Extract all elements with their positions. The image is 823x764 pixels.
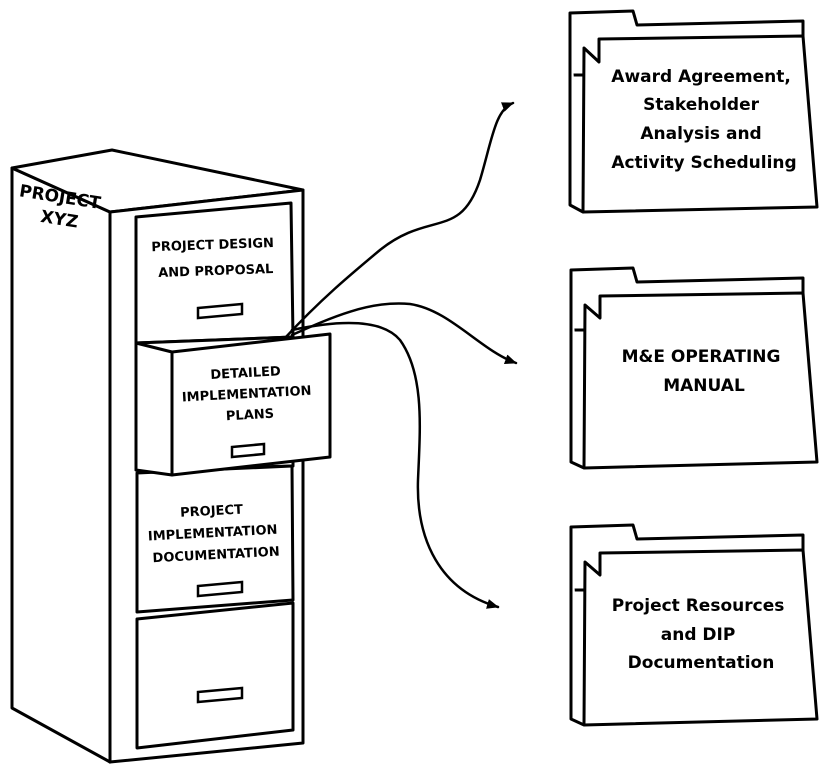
cabinet-side-panel [10, 166, 112, 764]
folder-3 [569, 523, 819, 727]
folder-1-label: Award Agreement, Stakeholder Analysis an… [611, 67, 796, 173]
arrow-to-folder-3 [290, 321, 500, 609]
arrow-to-folder-2 [290, 302, 518, 365]
drawer-handle-2 [230, 442, 266, 459]
arrow-to-folder-1 [283, 101, 515, 340]
drawer-frame-4 [135, 601, 295, 750]
folder-2 [569, 266, 819, 470]
folder-2-front [569, 279, 819, 470]
drawer-handle-4 [196, 686, 244, 704]
drawer-front-panel [170, 332, 332, 477]
folder-3-front [569, 536, 819, 727]
folder-1 [568, 9, 819, 214]
drawer-handle-1 [196, 302, 244, 320]
folder-1-front [568, 22, 819, 214]
folder-3-label: Project Resources and DIP Documentation [612, 596, 791, 673]
drawer-label-2: DETAILED IMPLEMENTATION PLANS [180, 363, 317, 427]
drawer-inner-side [134, 341, 174, 477]
open-drawer [134, 332, 332, 477]
drawer-label-1: PROJECT DESIGN AND PROPOSAL [151, 236, 280, 281]
folder-2-label: M&E OPERATING MANUAL [622, 347, 787, 396]
drawer-handle-3 [196, 580, 244, 598]
drawer-label-3: PROJECT IMPLEMENTATION DOCUMENTATION [146, 501, 283, 567]
